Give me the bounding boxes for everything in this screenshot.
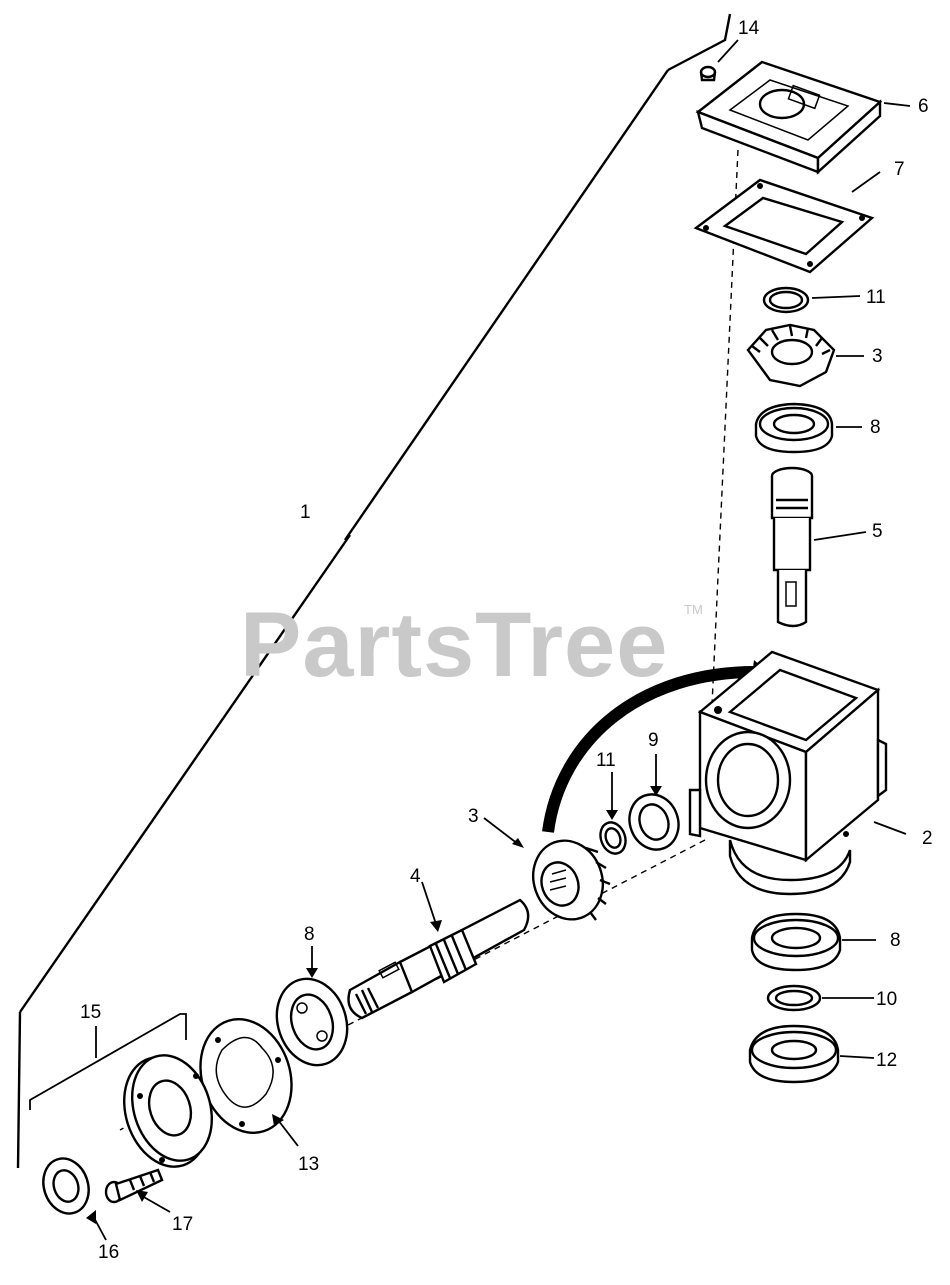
oil-seal-part-12 xyxy=(748,1024,875,1084)
callout-8-upper: 8 xyxy=(870,417,881,438)
assembly-outline-part-1 xyxy=(16,13,732,1169)
breather-plug-part-14 xyxy=(699,39,739,82)
callout-1: 1 xyxy=(300,502,311,523)
callout-15: 15 xyxy=(80,1002,101,1023)
callout-2: 2 xyxy=(922,828,933,849)
snap-ring-part-10 xyxy=(766,984,874,1012)
bearing-part-8-bottom xyxy=(750,912,876,972)
callout-5: 5 xyxy=(872,521,883,542)
callout-13: 13 xyxy=(298,1154,319,1175)
bevel-gear-part-3-side xyxy=(483,817,611,921)
callout-14: 14 xyxy=(738,18,760,39)
callout-3-top: 3 xyxy=(872,346,883,367)
callout-11-top: 11 xyxy=(866,287,886,308)
callout-12: 12 xyxy=(876,1050,897,1071)
watermark-text: PartsTree xyxy=(240,594,668,696)
bearing-part-9 xyxy=(628,754,680,851)
callout-7: 7 xyxy=(894,159,905,180)
callout-16: 16 xyxy=(98,1242,119,1263)
bearing-cap-part-15 xyxy=(29,1013,214,1168)
watermark-trademark: TM xyxy=(684,602,703,617)
vertical-shaft-part-5 xyxy=(770,466,867,628)
bearing-part-8-side xyxy=(275,946,349,1067)
top-cover-part-6 xyxy=(695,60,911,175)
callout-8-bottom: 8 xyxy=(890,930,901,951)
gearbox-housing-part-2 xyxy=(688,650,907,896)
callout-10: 10 xyxy=(876,989,897,1010)
bolt-part-17 xyxy=(104,1168,171,1213)
oil-seal-part-16 xyxy=(42,1157,107,1241)
watermark: PartsTree TM xyxy=(240,594,703,696)
callout-3-side: 3 xyxy=(468,806,479,827)
snap-ring-part-11-top xyxy=(762,286,861,314)
callout-8-side: 8 xyxy=(304,924,315,945)
callout-labels: 1 2 3 3 4 5 6 7 8 8 8 9 10 11 11 12 13 1… xyxy=(80,18,933,1263)
gasket-part-7 xyxy=(693,171,881,274)
callout-9: 9 xyxy=(648,730,659,751)
bevel-gear-part-3-top xyxy=(746,323,864,388)
callout-6: 6 xyxy=(918,96,929,117)
callout-11-mid: 11 xyxy=(596,750,616,771)
snap-ring-part-11-mid xyxy=(599,772,627,855)
bearing-part-8-upper xyxy=(754,402,862,454)
callout-4: 4 xyxy=(410,866,421,887)
horizontal-shaft-part-4 xyxy=(347,881,530,1020)
gasket-part-13 xyxy=(199,1017,299,1147)
callout-17: 17 xyxy=(172,1214,193,1235)
